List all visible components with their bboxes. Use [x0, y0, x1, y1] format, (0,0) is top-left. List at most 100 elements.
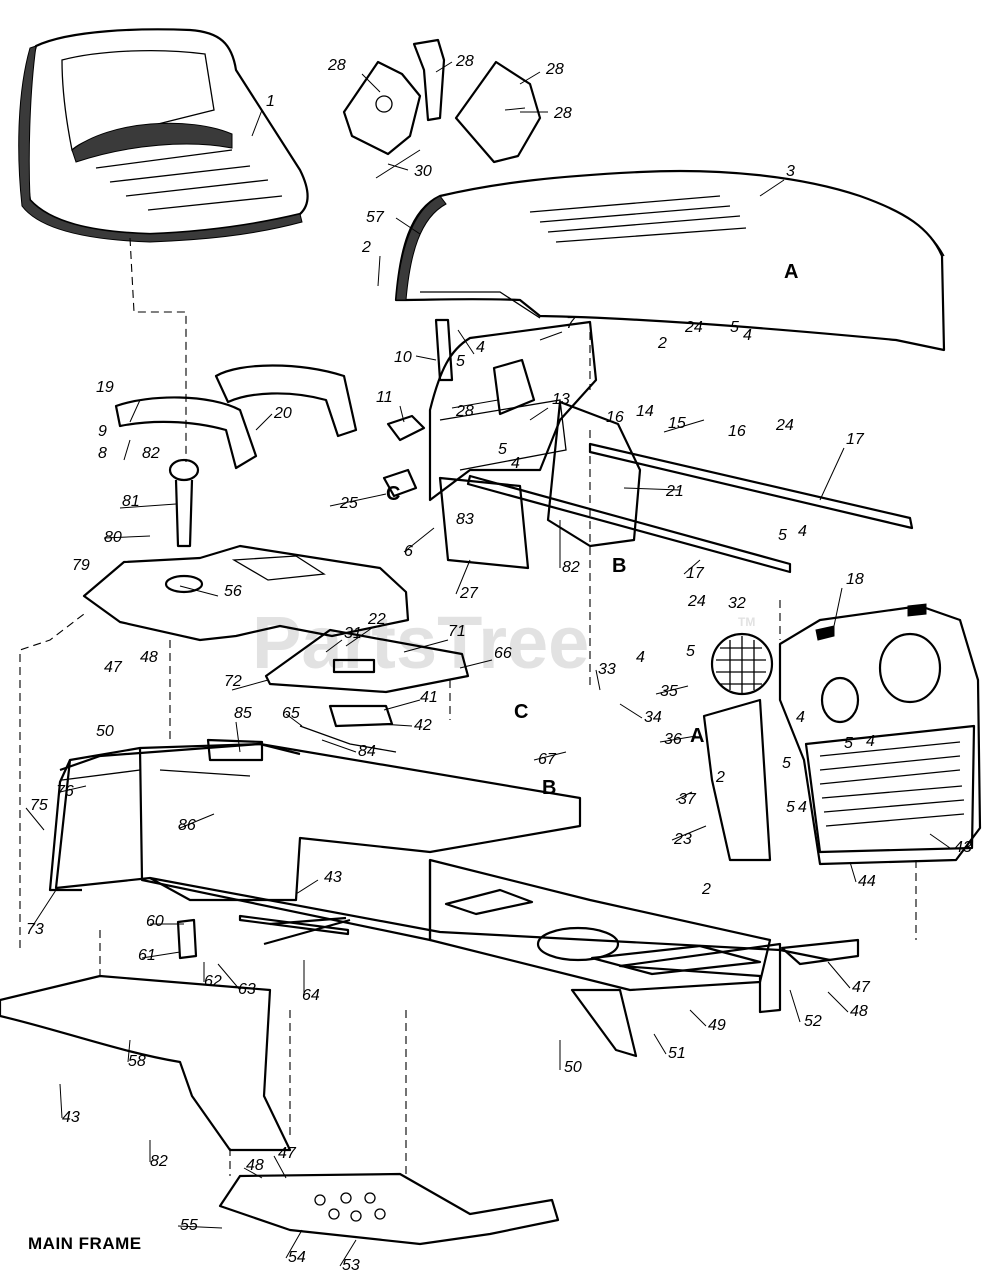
- callout-4: 4: [796, 709, 805, 726]
- seat: [18, 28, 309, 243]
- callout-2: 2: [657, 335, 667, 352]
- watermark: PartsTree: [252, 601, 589, 684]
- callout-48: 48: [850, 1003, 868, 1020]
- ref-mark-b: B: [542, 777, 556, 799]
- callout-76: 76: [56, 783, 74, 800]
- seat-bracket: [114, 364, 358, 470]
- ref-mark-c: C: [386, 483, 400, 505]
- watermark-tm: TM: [738, 615, 755, 629]
- callout-43: 43: [954, 839, 972, 856]
- callout-28: 28: [455, 403, 474, 420]
- callout-25: 25: [339, 495, 358, 512]
- callout-4: 4: [743, 327, 752, 344]
- callout-37: 37: [678, 791, 697, 808]
- callout-4: 4: [476, 339, 485, 356]
- callout-1: 1: [266, 93, 275, 110]
- callout-9: 9: [98, 423, 107, 440]
- callout-58: 58: [128, 1053, 146, 1070]
- callout-15: 15: [668, 415, 686, 432]
- callout-66: 66: [494, 645, 512, 662]
- callout-43: 43: [324, 869, 342, 886]
- rods: [466, 442, 914, 574]
- callout-11: 11: [376, 389, 393, 406]
- leader-lines: [25, 61, 951, 1267]
- callout-44: 44: [858, 873, 876, 890]
- diagram-title: MAIN FRAME: [28, 1234, 142, 1253]
- callout-32: 32: [728, 595, 746, 612]
- callout-84: 84: [358, 743, 376, 760]
- callout-47: 47: [104, 659, 123, 676]
- callout-5: 5: [498, 441, 507, 458]
- grille-assembly: [702, 603, 982, 866]
- callout-20: 20: [273, 405, 292, 422]
- callout-24: 24: [684, 319, 703, 336]
- callout-79: 79: [72, 557, 90, 574]
- callout-21: 21: [665, 483, 684, 500]
- callout-16: 16: [728, 423, 746, 440]
- callout-47: 47: [278, 1145, 297, 1162]
- callout-50: 50: [564, 1059, 582, 1076]
- callout-28: 28: [327, 57, 346, 74]
- callout-71: 71: [448, 623, 466, 640]
- callout-2: 2: [361, 239, 371, 256]
- callout-81: 81: [122, 493, 140, 510]
- callout-43: 43: [62, 1109, 80, 1126]
- callout-labels: 1 2 2 2 2 3 4 4 4 4 4 4 4 4 5 5 5 5 5 5 …: [26, 53, 972, 1274]
- callout-67: 67: [538, 751, 557, 768]
- callout-50: 50: [96, 723, 114, 740]
- callout-85: 85: [234, 705, 252, 722]
- callout-57: 57: [366, 209, 385, 226]
- callout-2: 2: [715, 769, 725, 786]
- footrest: [218, 1172, 560, 1246]
- callout-49: 49: [708, 1017, 726, 1034]
- callout-5: 5: [778, 527, 787, 544]
- callout-4: 4: [511, 455, 520, 472]
- callout-10: 10: [394, 349, 412, 366]
- callout-23: 23: [673, 831, 692, 848]
- callout-31: 31: [344, 625, 362, 642]
- callout-72: 72: [224, 673, 242, 690]
- fuel-cap: [168, 458, 200, 548]
- callout-14: 14: [636, 403, 654, 420]
- assembly-lines: [19, 237, 917, 1176]
- callout-65: 65: [282, 705, 300, 722]
- callout-28: 28: [553, 105, 572, 122]
- callout-75: 75: [30, 797, 48, 814]
- callout-18: 18: [846, 571, 864, 588]
- callout-48: 48: [246, 1157, 264, 1174]
- callout-51: 51: [668, 1045, 686, 1062]
- callout-73: 73: [26, 921, 44, 938]
- callout-56: 56: [224, 583, 242, 600]
- fender-brackets: [342, 38, 542, 179]
- callout-4: 4: [798, 799, 807, 816]
- callout-4: 4: [636, 649, 645, 666]
- callout-33: 33: [598, 661, 616, 678]
- callout-63: 63: [238, 981, 256, 998]
- callout-42: 42: [414, 717, 432, 734]
- reference-marks: A A B B C C: [386, 261, 798, 799]
- callout-5: 5: [782, 755, 791, 772]
- callout-5: 5: [456, 353, 465, 370]
- callout-34: 34: [644, 709, 662, 726]
- callout-53: 53: [342, 1257, 360, 1274]
- callout-82: 82: [150, 1153, 168, 1170]
- main-frame: [48, 738, 860, 1058]
- callout-5: 5: [844, 735, 853, 752]
- callout-61: 61: [138, 947, 156, 964]
- hardware: [123, 399, 351, 960]
- callout-27: 27: [459, 585, 479, 602]
- callout-24: 24: [775, 417, 794, 434]
- callout-54: 54: [288, 1249, 306, 1266]
- callout-13: 13: [552, 391, 570, 408]
- callout-4: 4: [798, 523, 807, 540]
- ref-mark-c: C: [514, 701, 528, 723]
- callout-28: 28: [455, 53, 474, 70]
- callout-7: 7: [566, 315, 576, 332]
- callout-82: 82: [142, 445, 160, 462]
- callout-6: 6: [404, 543, 413, 560]
- callout-17: 17: [846, 431, 865, 448]
- callout-83: 83: [456, 511, 474, 528]
- callout-2: 2: [701, 881, 711, 898]
- hood: [394, 169, 946, 352]
- callout-28: 28: [545, 61, 564, 78]
